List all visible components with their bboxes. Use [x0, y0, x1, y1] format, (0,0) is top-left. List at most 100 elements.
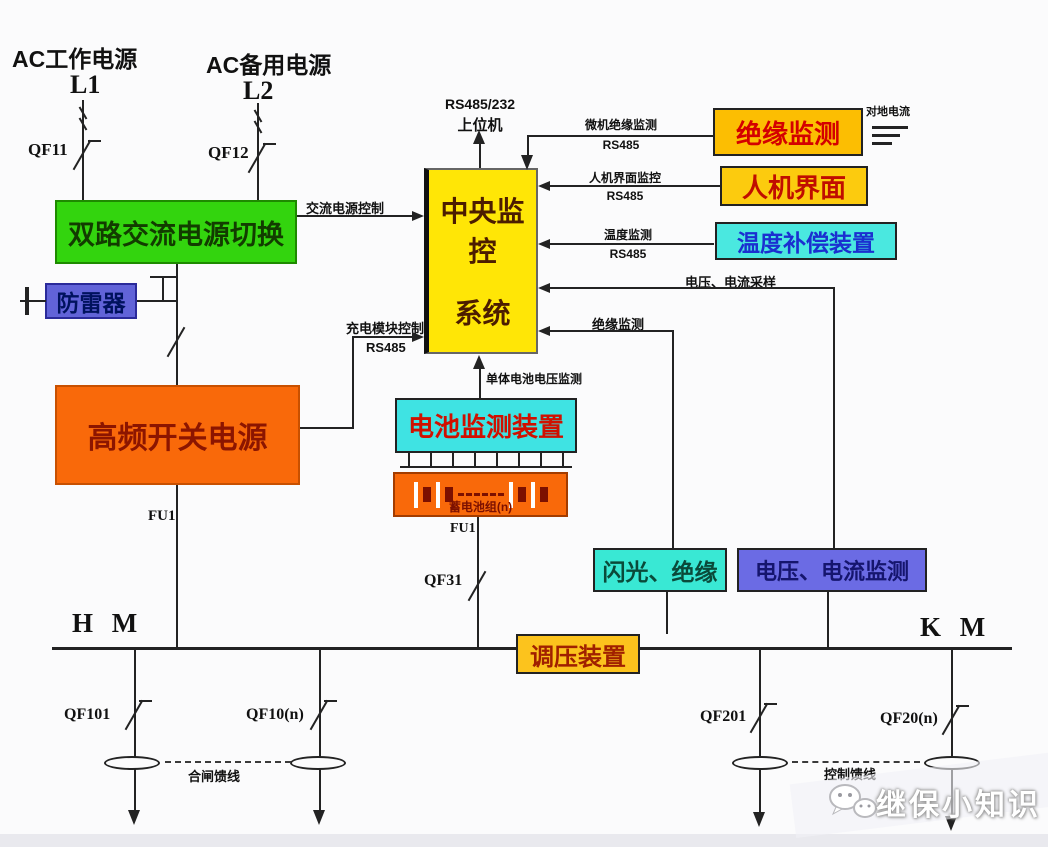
cell-voltage-link-label: 单体电池电压监测 — [486, 372, 583, 386]
wire — [162, 276, 164, 302]
vi-sampling-link-label: 电压、电流采样 — [685, 275, 777, 290]
ats-label: 双路交流电源切换 — [68, 219, 284, 250]
arrow-left-icon — [538, 181, 550, 191]
wire — [452, 452, 454, 467]
arrester-box: 防雷器 — [45, 283, 137, 319]
ct-icon — [732, 756, 788, 770]
wire — [518, 452, 520, 467]
charge-control-bus-label: RS485 — [366, 340, 406, 355]
line-l2-label: L2 — [243, 76, 274, 105]
wire — [833, 287, 835, 548]
wire — [666, 592, 668, 634]
wire — [176, 264, 178, 385]
hmi-link-bus-label: RS485 — [606, 189, 644, 203]
wire — [548, 243, 714, 245]
watermark-text: 继保小知识 — [876, 789, 1041, 822]
bus-km-label: K M — [920, 612, 992, 642]
arrow-left-icon — [538, 239, 550, 249]
arrow-left-icon — [538, 326, 550, 336]
closing-feeder-label: 合闸馈线 — [188, 769, 241, 784]
wire — [672, 330, 674, 548]
wire — [319, 650, 321, 812]
central-monitor-label-line1: 中央监控 — [440, 196, 525, 267]
fuse-fu1-label: FU1 — [148, 508, 176, 524]
rectifier-box: 高频开关电源 — [55, 385, 300, 485]
temp-link-label: 温度监测 — [603, 228, 652, 242]
insulation-monitor-box: 绝缘监测 — [713, 108, 863, 156]
voltage-regulator-box: 调压装置 — [516, 634, 640, 674]
breaker-qf31-label: QF31 — [424, 572, 463, 589]
line-l1-label: L1 — [70, 70, 101, 99]
arrow-down-icon — [313, 810, 325, 825]
wire — [474, 452, 476, 467]
arrow-left-icon — [538, 283, 550, 293]
ground-current-label: 对地电流 — [866, 106, 910, 118]
fuse-fu1-mid-label: FU1 — [450, 521, 476, 536]
wire — [540, 452, 542, 467]
breaker-qf201-label: QF201 — [700, 708, 747, 725]
flash-insulation-box: 闪光、绝缘 — [593, 548, 727, 592]
arrow-down-icon — [521, 155, 533, 170]
ground-icon — [872, 126, 908, 129]
battery-bank-box: 蓄电池组(n) — [393, 472, 568, 517]
arrow-down-icon — [945, 816, 957, 831]
wire — [562, 452, 564, 467]
wire — [134, 650, 136, 812]
feeder-dash-line — [792, 761, 920, 763]
insulation-link-bus-label: RS485 — [602, 138, 640, 152]
charge-control-link-label: 充电模块控制 — [346, 321, 425, 336]
vi-monitor-box: 电压、电流监测 — [737, 548, 927, 592]
arrow-down-icon — [128, 810, 140, 825]
wire — [759, 650, 761, 816]
voltage-regulator-label: 调压装置 — [530, 643, 626, 671]
battery-bank-label: 蓄电池组(n) — [448, 500, 513, 514]
ct-icon — [290, 756, 346, 770]
central-monitor-box: 中央监控 系统 — [424, 168, 538, 354]
wire — [297, 215, 414, 217]
wire — [527, 135, 714, 137]
wire — [176, 485, 178, 650]
ats-box: 双路交流电源切换 — [55, 200, 297, 264]
battery-monitor-box: 电池监测装置 — [395, 398, 577, 453]
breaker-tick-icon — [324, 700, 337, 702]
breaker-qf11-label: QF11 — [28, 140, 68, 159]
wire — [479, 138, 481, 168]
temp-compensation-box: 温度补偿装置 — [715, 222, 897, 260]
arrow-up-icon — [473, 130, 485, 144]
battery-monitor-label: 电池监测装置 — [407, 412, 564, 442]
central-monitor-label-line2: 系统 — [454, 298, 511, 329]
insulation-link-label: 微机绝缘监测 — [584, 118, 657, 132]
ac-backup-source-label: AC备用电源 — [206, 52, 332, 78]
wire — [479, 367, 481, 398]
arrow-right-icon — [412, 211, 424, 221]
ground-icon — [20, 300, 46, 302]
arrow-down-icon — [753, 812, 765, 827]
wire — [548, 287, 835, 289]
insulation-monitor-label: 绝缘监测 — [735, 118, 840, 149]
wire — [548, 330, 674, 332]
vi-monitor-label: 电压、电流监测 — [754, 559, 909, 584]
ac-working-source-label: AC工作电源 — [12, 46, 138, 72]
hmi-box: 人机界面 — [720, 166, 868, 206]
wire — [951, 650, 953, 820]
battery-cell-icon — [395, 474, 566, 515]
wire — [408, 452, 410, 467]
insulation-lower-link-label: 绝缘监测 — [592, 317, 645, 332]
wire — [300, 427, 354, 429]
bottom-strip — [0, 834, 1048, 847]
wire — [137, 300, 177, 302]
wire — [430, 452, 432, 467]
temp-link-bus-label: RS485 — [609, 247, 647, 261]
breaker-tick-icon — [88, 140, 101, 142]
bus-hm-label: H M — [72, 608, 144, 638]
rectifier-label: 高频开关电源 — [87, 422, 268, 455]
ground-icon — [872, 134, 900, 137]
breaker-tick-icon — [764, 703, 777, 705]
breaker-qf12-label: QF12 — [208, 143, 249, 162]
wire — [827, 592, 829, 648]
breaker-qf101-label: QF101 — [64, 706, 111, 723]
wire — [257, 103, 259, 200]
breaker-qf20n-label: QF20(n) — [880, 710, 938, 727]
breaker-tick-icon — [139, 700, 152, 702]
